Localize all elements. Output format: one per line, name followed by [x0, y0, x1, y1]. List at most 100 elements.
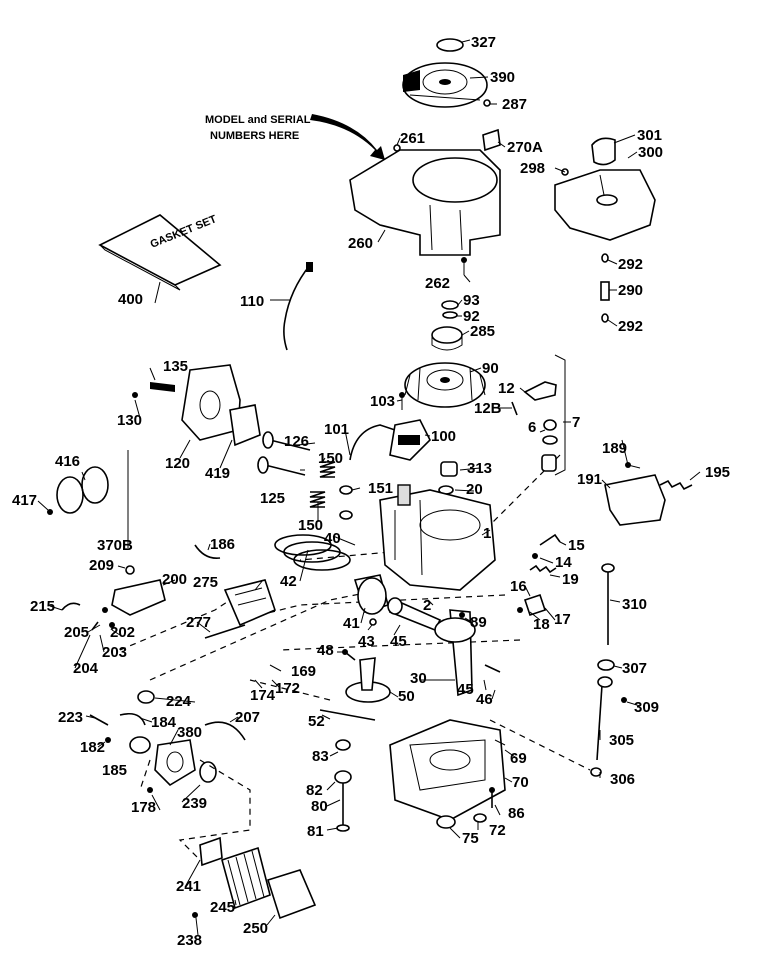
part-15-lever	[539, 533, 561, 546]
label-81: 81	[307, 823, 324, 840]
label-277: 277	[186, 614, 211, 631]
part-30-crankshaft	[434, 609, 476, 697]
part-16-17-18-governor	[517, 593, 547, 617]
part-45-connecting-rod	[387, 597, 442, 632]
part-185-float	[129, 736, 151, 754]
label-290: 290	[618, 282, 643, 299]
part-43-clip	[369, 618, 377, 626]
part-238-screw	[192, 912, 198, 918]
part-380-carburetor	[154, 739, 196, 787]
part-419-gasket	[229, 404, 261, 447]
label-45-bottom: 45	[457, 681, 474, 698]
label-82: 82	[306, 782, 323, 799]
label-380: 380	[177, 724, 202, 741]
part-270A-decal	[482, 128, 501, 152]
label-101: 101	[324, 421, 349, 438]
label-45-top: 45	[390, 633, 407, 650]
part-12-brake	[523, 381, 557, 401]
label-204: 204	[73, 660, 99, 677]
label-300: 300	[638, 144, 663, 161]
part-150-spring-a	[319, 461, 336, 478]
part-416-air-filter	[56, 466, 109, 514]
part-90-flywheel	[404, 362, 486, 408]
part-120-intake	[181, 364, 241, 441]
part-327-cap	[436, 38, 464, 52]
part-126-valve	[262, 431, 311, 451]
label-313: 313	[467, 460, 492, 477]
label-12: 12	[498, 380, 515, 397]
label-400: 400	[118, 291, 143, 308]
part-300-fuel-tank	[554, 169, 656, 241]
part-125-valve	[257, 456, 306, 476]
label-69: 69	[510, 750, 527, 767]
part-82-gear	[334, 770, 352, 784]
label-48: 48	[317, 642, 334, 659]
part-207-link	[204, 721, 246, 741]
part-245-filter-element	[221, 846, 271, 910]
leader-lines	[37, 39, 701, 936]
label-285: 285	[470, 323, 495, 340]
part-417-screw	[47, 509, 53, 515]
label-103: 103	[370, 393, 395, 410]
part-42-piston-rings	[274, 534, 351, 571]
label-19: 19	[562, 571, 579, 588]
label-262: 262	[425, 275, 450, 292]
label-309: 309	[634, 699, 659, 716]
part-70-sump	[389, 719, 506, 821]
label-126: 126	[284, 433, 309, 450]
label-86: 86	[508, 805, 525, 822]
label-182: 182	[80, 739, 105, 756]
part-130-screw	[132, 392, 138, 398]
label-90: 90	[482, 360, 499, 377]
label-241: 241	[176, 878, 201, 895]
part-labels: 327 390 287 261 270A 301 300 298 260 262…	[12, 34, 730, 949]
label-307: 307	[622, 660, 647, 677]
label-261: 261	[400, 130, 425, 147]
label-191: 191	[577, 471, 602, 488]
label-75: 75	[462, 830, 479, 847]
label-135: 135	[163, 358, 188, 375]
part-262-screw	[461, 257, 467, 275]
label-80: 80	[311, 798, 328, 815]
part-309-screw	[621, 697, 627, 703]
part-390-rewind-starter	[402, 62, 488, 108]
model-note-line2: NUMBERS HERE	[210, 130, 299, 142]
assembly-guide-lines	[119, 354, 591, 861]
label-419: 419	[205, 465, 230, 482]
part-241-base	[199, 836, 223, 867]
part-209-nut	[125, 565, 135, 575]
part-195-spring	[659, 479, 693, 491]
label-174: 174	[250, 687, 276, 704]
part-223-screw	[89, 714, 109, 726]
part-292-290-fuel-line	[600, 253, 610, 323]
label-417: 417	[12, 492, 37, 509]
part-14-spring	[532, 553, 538, 559]
part-305-dipstick-tube	[596, 676, 613, 761]
label-40: 40	[324, 530, 341, 547]
label-245: 245	[210, 899, 235, 916]
label-100: 100	[431, 428, 456, 445]
part-224-bowl-nut	[137, 690, 155, 704]
label-205: 205	[64, 624, 89, 641]
label-14: 14	[555, 554, 572, 571]
part-1-cylinder-block	[379, 484, 496, 591]
part-400-gasket-set: GASKET SET	[98, 213, 222, 291]
part-301-fuel-cap	[591, 137, 616, 166]
label-370B: 370B	[97, 537, 133, 554]
label-17: 17	[554, 611, 571, 628]
part-186-link	[194, 544, 221, 560]
label-209: 209	[89, 557, 114, 574]
label-238: 238	[177, 932, 202, 949]
part-307-o-ring	[597, 659, 615, 671]
label-178: 178	[131, 799, 156, 816]
label-151: 151	[368, 480, 393, 497]
label-298: 298	[520, 160, 545, 177]
label-93: 93	[463, 292, 480, 309]
label-203: 203	[102, 644, 127, 661]
label-12B: 12B	[474, 400, 502, 417]
part-75-seal	[436, 815, 456, 829]
label-125: 125	[260, 490, 285, 507]
part-48-screw	[342, 649, 356, 661]
label-215: 215	[30, 598, 55, 615]
